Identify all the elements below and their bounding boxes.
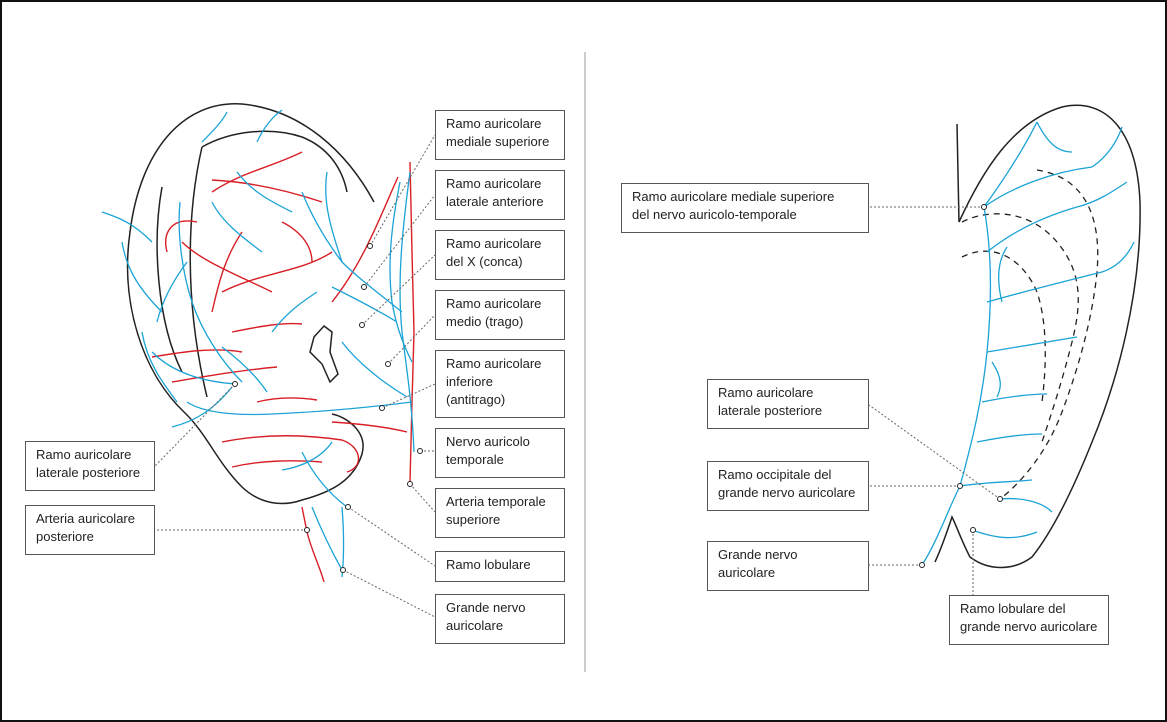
label-ramo-auricolare-inferiore: Ramo auricolare inferiore (antitrago) bbox=[435, 350, 565, 418]
label-ramo-auricolare-medio: Ramo auricolare medio (trago) bbox=[435, 290, 565, 340]
right-dashed-contours bbox=[961, 169, 1099, 500]
label-ramo-auricolare-laterale-anteriore: Ramo auricolare laterale anteriore bbox=[435, 170, 565, 220]
right-leader-lines bbox=[868, 206, 1001, 595]
right-marker-dots bbox=[919, 204, 1003, 568]
label-grande-nervo-auricolare-right: Grande nervo auricolare bbox=[707, 541, 869, 591]
label-ramo-auricolare-laterale-posteriore-right: Ramo auricolare laterale posteriore bbox=[707, 379, 869, 429]
right-ear-outline bbox=[934, 104, 1141, 569]
label-ramo-lobulare: Ramo lobulare bbox=[435, 551, 565, 582]
label-arteria-auricolare-posteriore: Arteria auricolare posteriore bbox=[25, 505, 155, 555]
left-ear-outline bbox=[126, 103, 375, 505]
label-ramo-auricolare-laterale-posteriore-left: Ramo auricolare laterale posteriore bbox=[25, 441, 155, 491]
label-ramo-auricolare-mediale-superiore-right: Ramo auricolare mediale superiore del ne… bbox=[621, 183, 869, 233]
label-nervo-auricolo-temporale: Nervo auricolo temporale bbox=[435, 428, 565, 478]
right-nerves bbox=[921, 121, 1135, 566]
label-ramo-auricolare-del-x: Ramo auricolare del X (conca) bbox=[435, 230, 565, 280]
label-ramo-auricolare-mediale-superiore: Ramo auricolare mediale superiore bbox=[435, 110, 565, 160]
left-marker-dots bbox=[232, 243, 423, 573]
label-grande-nervo-auricolare-left: Grande nervo auricolare bbox=[435, 594, 565, 644]
label-ramo-lobulare-right: Ramo lobulare del grande nervo auricolar… bbox=[949, 595, 1109, 645]
left-arteries bbox=[151, 151, 415, 583]
label-ramo-occipitale: Ramo occipitale del grande nervo auricol… bbox=[707, 461, 869, 511]
left-leader-lines bbox=[154, 134, 436, 618]
label-arteria-temporale-superiore: Arteria temporale superiore bbox=[435, 488, 565, 538]
